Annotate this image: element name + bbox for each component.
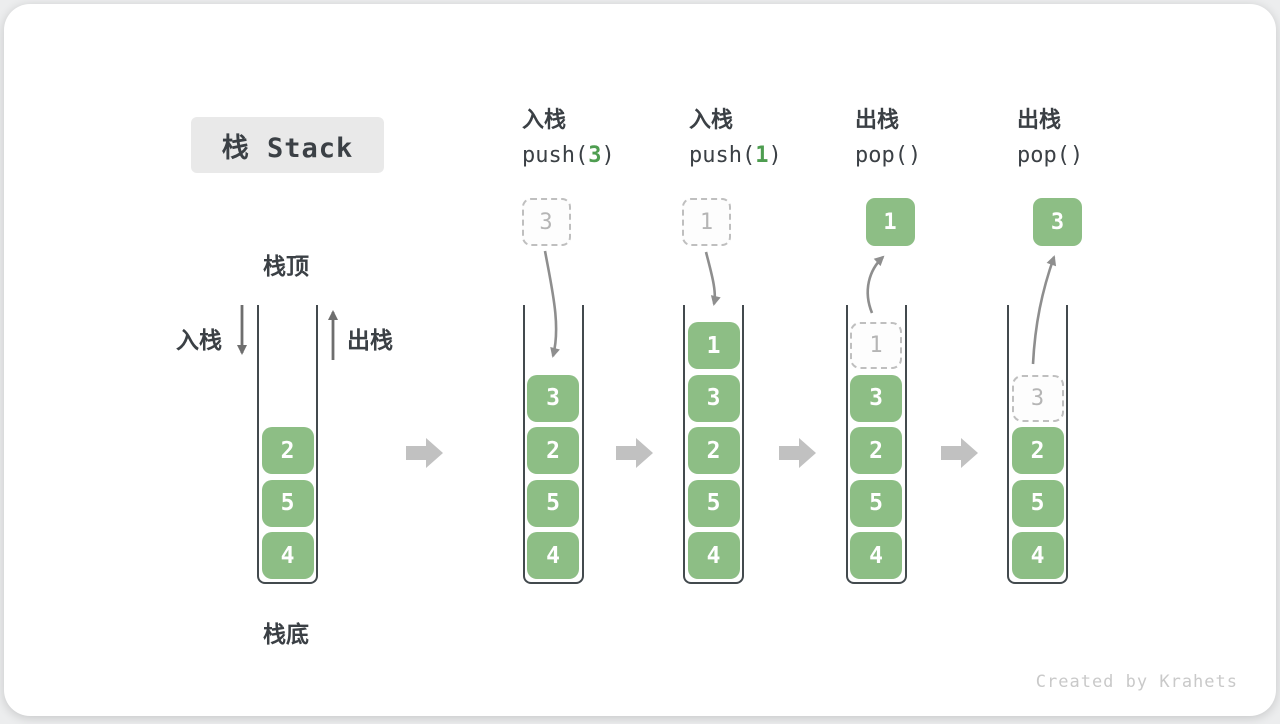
stack-container-4 [845, 305, 907, 584]
stack-element: 3 [527, 374, 579, 422]
flow-arrow-1-icon [406, 438, 443, 468]
stack-element: 4 [1011, 532, 1064, 579]
operation-name: 入栈 [522, 108, 567, 133]
stack-element: 1 [687, 322, 740, 369]
popped-element: 3 [1033, 198, 1082, 246]
stack-container-5 [1007, 305, 1068, 584]
stack-element: 2 [1011, 427, 1064, 474]
diagram-title: 栈 Stack [221, 132, 354, 164]
stack-element: 2 [850, 427, 902, 474]
incoming-element: 1 [682, 198, 731, 246]
stack-element: 2 [261, 427, 314, 474]
diagram-card: 栈 Stack 栈顶 栈底 入栈 出栈 入栈 push(3) 入栈 push(1) 出栈… [4, 4, 1276, 716]
stack-ghost-element: 1 [850, 322, 902, 369]
popped-element: 1 [865, 198, 915, 246]
pop-direction-label: 出栈 [347, 328, 393, 354]
operation-name: 入栈 [689, 108, 734, 133]
stack-top-label: 栈顶 [263, 254, 309, 280]
operation-header-1: 入栈 push(3) [522, 108, 615, 169]
operation-code: pop() [855, 143, 922, 168]
stack-container-2 [522, 305, 584, 584]
stack-element: 5 [261, 479, 314, 527]
push-arrow-stack3-icon [704, 251, 721, 306]
stack-element: 5 [687, 479, 740, 527]
flow-arrow-4-icon [941, 438, 978, 468]
stack-element: 4 [527, 532, 579, 579]
diagram-title-box: 栈 Stack [191, 117, 384, 173]
stack-element: 3 [687, 374, 740, 422]
operation-code: push(3) [522, 143, 615, 168]
operation-name: 出栈 [855, 108, 900, 133]
operation-header-2: 入栈 push(1) [689, 108, 782, 169]
stack-ghost-element: 3 [1011, 374, 1064, 422]
incoming-element: 3 [521, 198, 571, 246]
stack-element: 2 [687, 427, 740, 474]
stack-element: 4 [261, 532, 314, 579]
operation-arg: 3 [588, 143, 602, 168]
operation-code: pop() [1017, 143, 1084, 168]
push-direction-label: 入栈 [176, 328, 222, 354]
credit-text: Created by Krahets [1035, 672, 1238, 692]
flow-arrow-2-icon [616, 438, 653, 468]
stack-element: 5 [527, 479, 579, 527]
stack-element: 3 [850, 374, 902, 422]
stack-element: 4 [850, 532, 902, 579]
arrows-overlay [237, 250, 1057, 468]
stack-element: 5 [1011, 479, 1064, 527]
operation-name: 出栈 [1017, 108, 1062, 133]
stack-element: 2 [527, 427, 579, 474]
stack-element: 5 [850, 479, 902, 527]
flow-arrow-3-icon [779, 438, 816, 468]
operation-arg: 1 [755, 143, 769, 168]
stack-container-3 [683, 305, 744, 584]
stack-container-1 [257, 305, 318, 584]
stack-element: 4 [687, 532, 740, 579]
operation-code: push(1) [689, 143, 782, 168]
operation-header-3: 出栈 pop() [855, 108, 921, 169]
operation-header-4: 出栈 pop() [1017, 108, 1083, 169]
stack-bottom-label: 栈底 [263, 622, 309, 648]
